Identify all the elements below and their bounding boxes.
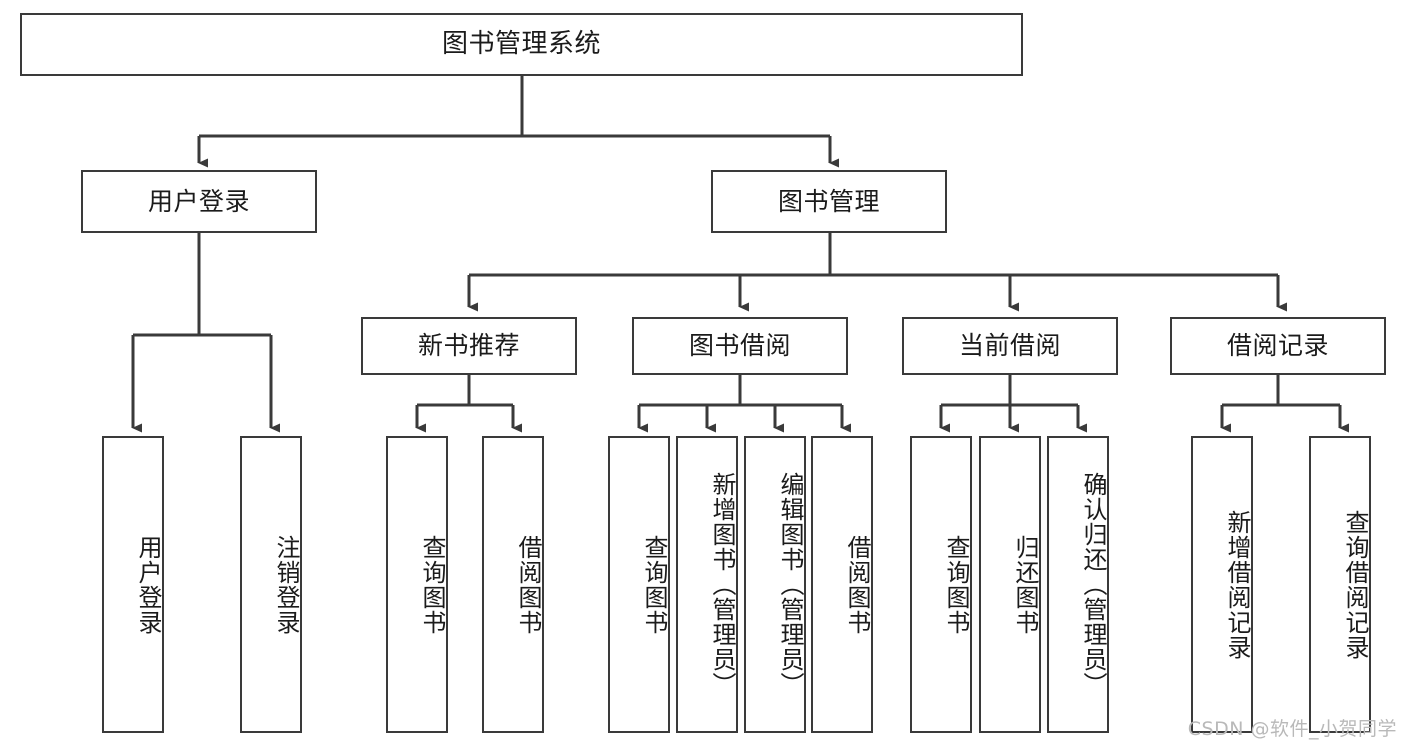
node-book-management[interactable]: 图书管理	[711, 170, 947, 233]
node-root[interactable]: 图书管理系统	[20, 13, 1023, 76]
leaf-confirm-return-admin[interactable]: 确认归还（管理员）	[1047, 436, 1109, 733]
leaf-add-borrow-record-label: 新增借阅记录	[1223, 509, 1251, 660]
node-book-borrow[interactable]: 图书借阅	[632, 317, 848, 375]
node-user-login-label: 用户登录	[147, 186, 250, 216]
leaf-return-book[interactable]: 归还图书	[979, 436, 1041, 733]
leaf-search-book-borrow[interactable]: 查询图书	[608, 436, 670, 733]
leaf-search-book-recommend-label: 查询图书	[418, 534, 446, 635]
node-new-book-recommend[interactable]: 新书推荐	[361, 317, 577, 375]
node-book-management-label: 图书管理	[777, 186, 880, 216]
leaf-search-borrow-record-label: 查询借阅记录	[1341, 509, 1369, 660]
leaf-add-borrow-record[interactable]: 新增借阅记录	[1191, 436, 1253, 733]
csdn-watermark: CSDN @软件_小贺同学	[1187, 718, 1397, 740]
leaf-add-book-admin-label: 新增图书（管理员）	[708, 472, 736, 697]
node-new-book-recommend-label: 新书推荐	[417, 331, 520, 361]
leaf-logout[interactable]: 注销登录	[240, 436, 302, 733]
leaf-edit-book-admin[interactable]: 编辑图书（管理员）	[744, 436, 806, 733]
leaf-search-book-current[interactable]: 查询图书	[910, 436, 972, 733]
leaf-borrow-book-label: 借阅图书	[843, 534, 871, 635]
node-borrow-record-label: 借阅记录	[1226, 331, 1329, 361]
leaf-return-book-label: 归还图书	[1011, 534, 1039, 635]
leaf-search-book-current-label: 查询图书	[942, 534, 970, 635]
node-current-borrow[interactable]: 当前借阅	[902, 317, 1118, 375]
node-root-label: 图书管理系统	[441, 29, 601, 60]
node-borrow-record[interactable]: 借阅记录	[1170, 317, 1386, 375]
leaf-confirm-return-admin-label: 确认归还（管理员）	[1079, 472, 1107, 697]
node-user-login[interactable]: 用户登录	[81, 170, 317, 233]
node-book-borrow-label: 图书借阅	[688, 331, 791, 361]
leaf-search-borrow-record[interactable]: 查询借阅记录	[1309, 436, 1371, 733]
leaf-borrow-book-recommend[interactable]: 借阅图书	[482, 436, 544, 733]
leaf-search-book-borrow-label: 查询图书	[640, 534, 668, 635]
leaf-edit-book-admin-label: 编辑图书（管理员）	[776, 472, 804, 697]
node-current-borrow-label: 当前借阅	[958, 331, 1061, 361]
leaf-search-book-recommend[interactable]: 查询图书	[386, 436, 448, 733]
leaf-add-book-admin[interactable]: 新增图书（管理员）	[676, 436, 738, 733]
leaf-user-login[interactable]: 用户登录	[102, 436, 164, 733]
leaf-borrow-book[interactable]: 借阅图书	[811, 436, 873, 733]
leaf-borrow-book-recommend-label: 借阅图书	[514, 534, 542, 635]
leaf-logout-label: 注销登录	[272, 534, 300, 635]
leaf-user-login-label: 用户登录	[134, 534, 162, 635]
